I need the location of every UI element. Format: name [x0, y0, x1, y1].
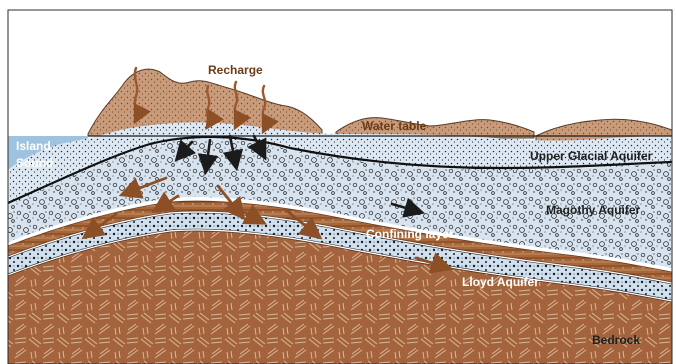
lloyd-aquifer-label: Lloyd Aquifer [462, 275, 539, 289]
water-table-label: Water table [362, 119, 427, 133]
recharge-label: Recharge [208, 63, 263, 77]
island-label: Island [16, 139, 51, 153]
long-label: Long [16, 119, 45, 133]
bedrock-label: Bedrock [592, 333, 640, 347]
magothy-aquifer-label: Magothy Aquifer [546, 203, 641, 217]
confining-layer-label: Confining layer [366, 227, 454, 241]
upper-glacial-aquifer-label: Upper Glacial Aquifer [530, 149, 653, 163]
sound-label: Sound [16, 156, 53, 170]
